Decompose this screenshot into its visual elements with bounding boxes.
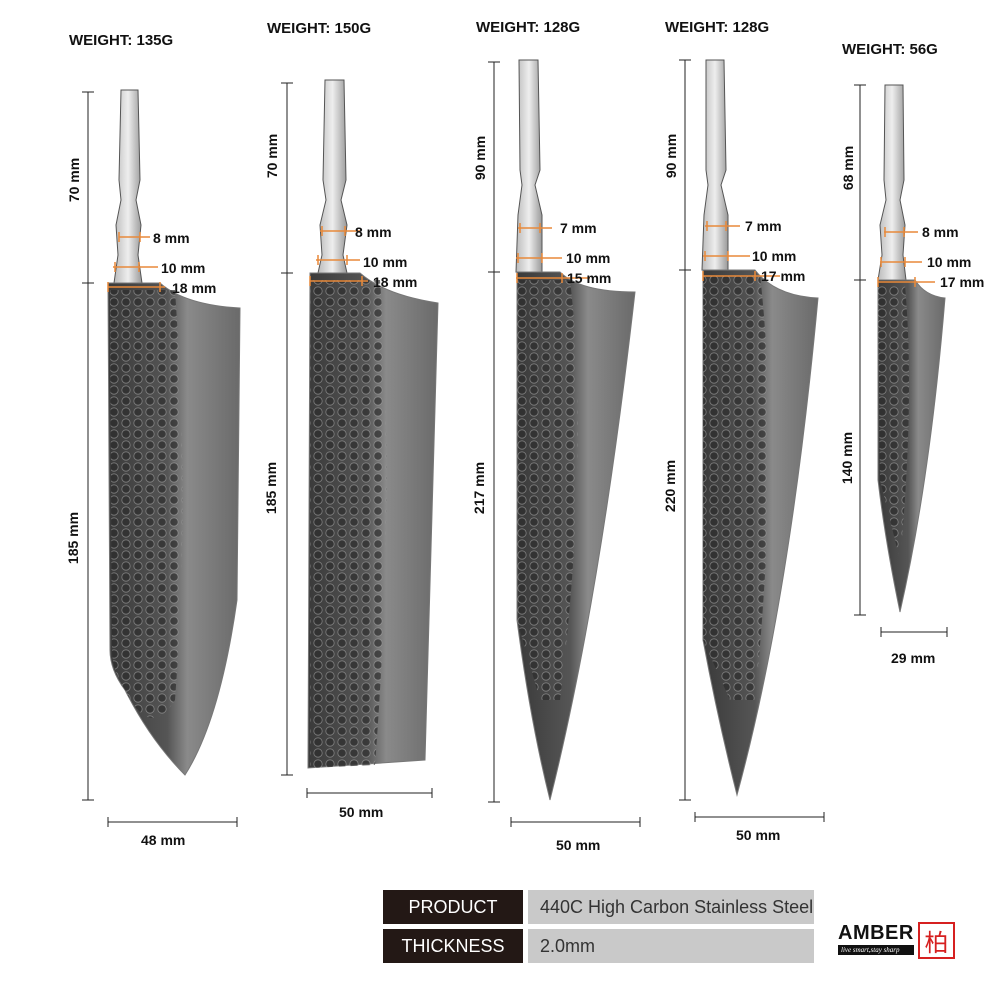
knife-3-bolster-width: 10 mm xyxy=(566,250,611,266)
spec-label: THICKNESS xyxy=(383,929,523,963)
knife-5-blade-length: 140 mm xyxy=(839,431,856,485)
knife-5-blade-width: 29 mm xyxy=(891,650,936,666)
amber-logo: AMBER live smart,stay sharp 柏 xyxy=(838,922,955,959)
knife-5-heel-width: 17 mm xyxy=(940,274,985,290)
knife-2-blade-length: 185 mm xyxy=(263,461,280,515)
knife-2-blade-width: 50 mm xyxy=(339,804,384,820)
knife-1-heel-width: 18 mm xyxy=(172,280,217,296)
knife-4-tang-width: 7 mm xyxy=(745,218,782,234)
knife-2-handle-length: 70 mm xyxy=(264,133,281,179)
knife-5-tang-width: 8 mm xyxy=(922,224,959,240)
knife-4-blade-width: 50 mm xyxy=(736,827,781,843)
knife-1-tang-width: 8 mm xyxy=(153,230,190,246)
knife-1-blade-length: 185 mm xyxy=(65,511,82,565)
spec-value: 2.0mm xyxy=(528,929,814,963)
brand-name: AMBER xyxy=(838,922,914,944)
knife-4-blade-length: 220 mm xyxy=(662,459,679,513)
spec-value: 440C High Carbon Stainless Steel xyxy=(528,890,814,924)
knife-5-handle-length: 68 mm xyxy=(840,145,857,191)
knife-1-blade-width: 48 mm xyxy=(141,832,186,848)
knife-3-heel-width: 15 mm xyxy=(567,270,612,286)
knife-4-handle-length: 90 mm xyxy=(663,133,680,179)
knife-3-handle-length: 90 mm xyxy=(472,135,489,181)
knife-1-bolster-width: 10 mm xyxy=(161,260,206,276)
knife-3-blade-length: 217 mm xyxy=(471,461,488,515)
spec-row-product: PRODUCT 440C High Carbon Stainless Steel xyxy=(383,890,814,924)
knife-2-weight: WEIGHT: 150G xyxy=(267,20,372,37)
brand-seal: 柏 xyxy=(918,922,955,959)
spec-row-thickness: THICKNESS 2.0mm xyxy=(383,929,814,963)
knife-4-bolster-width: 10 mm xyxy=(752,248,797,264)
knife-2-bolster-width: 10 mm xyxy=(363,254,408,270)
knife-5-bolster-width: 10 mm xyxy=(927,254,972,270)
spec-label: PRODUCT xyxy=(383,890,523,924)
knife-5-weight: WEIGHT: 56G xyxy=(842,41,938,58)
knife-1-handle-length: 70 mm xyxy=(66,157,83,203)
knife-4-heel-width: 17 mm xyxy=(761,268,806,284)
knife-4-weight: WEIGHT: 128G xyxy=(665,19,770,36)
brand-tagline: live smart,stay sharp xyxy=(838,945,914,955)
knife-3-weight: WEIGHT: 128G xyxy=(476,19,581,36)
knife-3-blade-width: 50 mm xyxy=(556,837,601,853)
knife-2-tang-width: 8 mm xyxy=(355,224,392,240)
knife-3-tang-width: 7 mm xyxy=(560,220,597,236)
knife-2-heel-width: 18 mm xyxy=(373,274,418,290)
knife-1-weight: WEIGHT: 135G xyxy=(69,32,174,49)
